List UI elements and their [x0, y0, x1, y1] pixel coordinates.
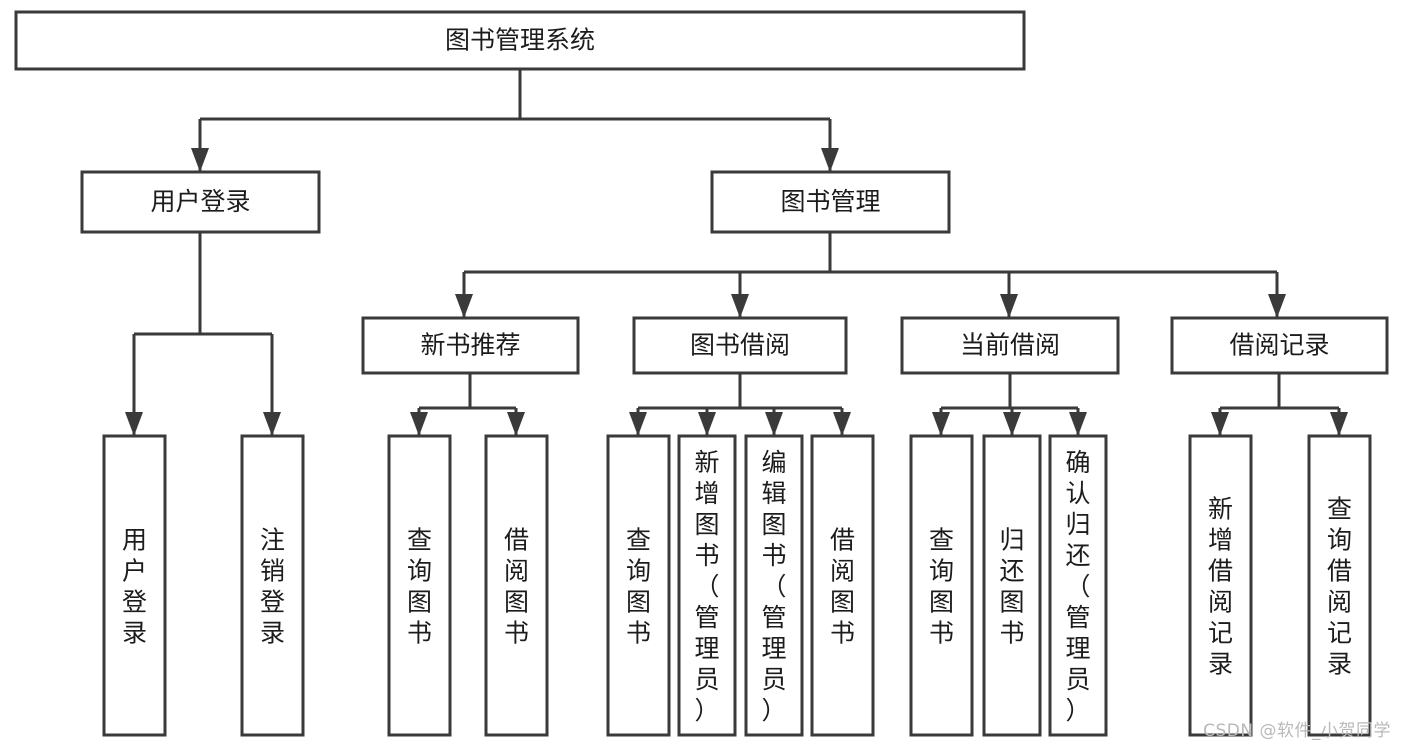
node-leaf-user-login[interactable]: 用户登录 [102, 434, 167, 737]
csdn-watermark: CSDN @软件_小贺同学 [1203, 721, 1391, 741]
group-2-leaf-2-arrow-icon [1069, 412, 1087, 436]
node-leaf-edit-book-label: 编辑图书（管理员） [761, 448, 786, 725]
node-leaf-confirm-return-label: 确认归还（管理员） [1065, 448, 1090, 725]
node-leaf-query-book-1[interactable]: 查询图书 [387, 434, 452, 737]
node-current-borrow-label: 当前借阅 [960, 331, 1060, 360]
node-leaf-return-book[interactable]: 归还图书 [982, 434, 1042, 737]
node-leaf-edit-book-box [744, 434, 804, 737]
node-leaf-borrow-book-2-label: 借阅图书 [830, 526, 855, 648]
group-1-leaf-0-arrow-icon [629, 412, 647, 436]
node-new-book-recommend-box [361, 316, 580, 375]
node-book-borrow-label: 图书借阅 [690, 331, 790, 360]
root-to-child-1-arrow-icon [821, 148, 839, 172]
node-root-system-label: 图书管理系统 [445, 26, 595, 55]
node-book-management-label: 图书管理 [780, 187, 880, 216]
group-0-leaf-0-arrow-icon [410, 412, 428, 436]
node-user-login-box [80, 170, 321, 234]
book-mgmt-child-1-arrow-icon [731, 294, 749, 318]
book-mgmt-child-3-arrow-icon [1268, 294, 1286, 318]
node-leaf-borrow-book-1-label: 借阅图书 [504, 526, 529, 648]
node-leaf-confirm-return[interactable]: 确认归还（管理员） [1048, 434, 1108, 737]
node-leaf-query-book-3-box [909, 434, 974, 737]
node-new-book-recommend-label: 新书推荐 [420, 331, 520, 360]
node-leaf-add-record-box [1188, 434, 1253, 737]
node-leaf-query-record[interactable]: 查询借阅记录 [1307, 434, 1372, 737]
node-book-borrow-box [632, 316, 848, 375]
node-user-login[interactable]: 用户登录 [80, 170, 321, 234]
node-leaf-user-login-label: 用户登录 [122, 526, 147, 648]
group-3-leaf-0-arrow-icon [1211, 412, 1229, 436]
node-leaf-user-logout-box [240, 434, 305, 737]
user-login-leaf-0-arrow-icon [125, 412, 143, 436]
connector-layer [125, 69, 1348, 436]
group-3-leaf-1-arrow-icon [1330, 412, 1348, 436]
book-mgmt-child-2-arrow-icon [1000, 294, 1018, 318]
node-layer: 图书管理系统用户登录图书管理新书推荐图书借阅当前借阅借阅记录用户登录注销登录查询… [14, 10, 1389, 737]
node-leaf-borrow-book-2-box [810, 434, 875, 737]
node-new-book-recommend[interactable]: 新书推荐 [361, 316, 580, 375]
node-leaf-confirm-return-box [1048, 434, 1108, 737]
node-leaf-user-login-box [102, 434, 167, 737]
node-leaf-query-book-2-label: 查询图书 [626, 526, 651, 648]
node-leaf-add-book-label: 新增图书（管理员） [694, 448, 719, 725]
node-leaf-return-book-label: 归还图书 [999, 526, 1024, 648]
group-2-leaf-0-arrow-icon [932, 412, 950, 436]
node-borrow-record-box [1170, 316, 1389, 375]
node-borrow-record[interactable]: 借阅记录 [1170, 316, 1389, 375]
node-leaf-borrow-book-1-box [484, 434, 549, 737]
node-root-system[interactable]: 图书管理系统 [14, 10, 1026, 71]
user-login-leaf-1-arrow-icon [263, 412, 281, 436]
node-leaf-query-record-label: 查询借阅记录 [1327, 495, 1352, 679]
root-to-child-0-arrow-icon [191, 148, 209, 172]
node-root-system-box [14, 10, 1026, 71]
node-current-borrow-box [900, 316, 1120, 375]
node-leaf-query-book-1-label: 查询图书 [407, 526, 432, 648]
node-leaf-query-record-box [1307, 434, 1372, 737]
group-1-leaf-3-arrow-icon [833, 412, 851, 436]
group-1-leaf-2-arrow-icon [765, 412, 783, 436]
node-leaf-add-record-label: 新增借阅记录 [1208, 495, 1233, 679]
node-borrow-record-label: 借阅记录 [1229, 331, 1329, 360]
node-leaf-user-logout[interactable]: 注销登录 [240, 434, 305, 737]
book-mgmt-child-0-arrow-icon [455, 294, 473, 318]
group-2-leaf-1-arrow-icon [1003, 412, 1021, 436]
node-leaf-query-book-3-label: 查询图书 [929, 526, 954, 648]
node-book-management[interactable]: 图书管理 [710, 170, 951, 234]
node-leaf-query-book-3[interactable]: 查询图书 [909, 434, 974, 737]
node-leaf-edit-book[interactable]: 编辑图书（管理员） [744, 434, 804, 737]
node-leaf-borrow-book-2[interactable]: 借阅图书 [810, 434, 875, 737]
node-current-borrow[interactable]: 当前借阅 [900, 316, 1120, 375]
node-leaf-query-book-2[interactable]: 查询图书 [606, 434, 671, 737]
node-leaf-add-record[interactable]: 新增借阅记录 [1188, 434, 1253, 737]
node-leaf-return-book-box [982, 434, 1042, 737]
group-0-leaf-1-arrow-icon [507, 412, 525, 436]
node-leaf-borrow-book-1[interactable]: 借阅图书 [484, 434, 549, 737]
node-leaf-query-book-1-box [387, 434, 452, 737]
node-book-borrow[interactable]: 图书借阅 [632, 316, 848, 375]
group-1-leaf-1-arrow-icon [698, 412, 716, 436]
node-leaf-add-book-box [677, 434, 737, 737]
node-user-login-label: 用户登录 [150, 187, 250, 216]
node-leaf-query-book-2-box [606, 434, 671, 737]
node-leaf-add-book[interactable]: 新增图书（管理员） [677, 434, 737, 737]
node-leaf-user-logout-label: 注销登录 [260, 526, 285, 648]
node-book-management-box [710, 170, 951, 234]
